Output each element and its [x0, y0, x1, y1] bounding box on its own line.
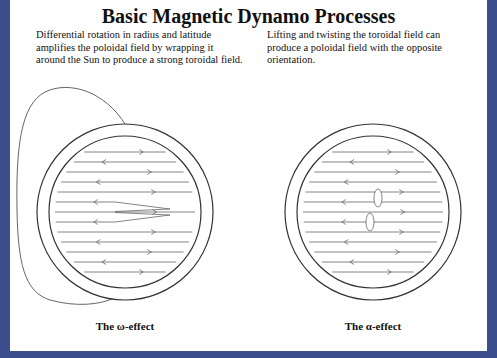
field-arrow — [96, 180, 100, 185]
field-arrow — [399, 230, 403, 235]
field-line — [84, 152, 165, 153]
field-arrow — [151, 230, 155, 235]
field-line — [55, 212, 195, 213]
field-line — [304, 202, 443, 203]
field-line — [58, 232, 193, 233]
field-arrow — [147, 170, 151, 175]
field-line — [66, 172, 183, 173]
field-arrow — [102, 160, 106, 165]
field-line — [306, 232, 441, 233]
field-line — [84, 272, 165, 273]
sun-outer — [285, 124, 461, 300]
field-line — [56, 213, 170, 223]
field-line — [66, 252, 183, 253]
field-arrow — [151, 190, 155, 195]
field-line — [309, 242, 437, 243]
field-arrow — [153, 210, 157, 215]
field-arrow — [96, 240, 100, 245]
description-text: Lifting and twisting the toroidal field … — [267, 29, 472, 67]
sun-outer — [37, 124, 213, 300]
figure-caption: The α-effect — [303, 320, 443, 332]
field-line — [314, 172, 431, 173]
diagram-title: Basic Magnetic Dynamo Processes — [10, 5, 487, 28]
field-arrow — [350, 160, 354, 165]
field-arrow — [147, 250, 151, 255]
field-arrow — [399, 190, 403, 195]
sun-core — [297, 136, 449, 288]
field-line — [303, 212, 443, 213]
field-line — [332, 152, 413, 153]
field-line — [61, 182, 189, 183]
field-arrow — [387, 270, 391, 275]
field-arrow — [139, 150, 143, 155]
field-arrow — [102, 260, 106, 265]
field-line — [74, 162, 176, 163]
field-arrow — [387, 150, 391, 155]
field-line — [322, 262, 424, 263]
field-arrow — [344, 240, 348, 245]
sun-core — [49, 136, 201, 288]
field-line — [309, 182, 437, 183]
field-arrow — [342, 220, 346, 225]
omega-sun — [17, 87, 213, 304]
description-text: Differential rotation in radius and lati… — [36, 29, 244, 67]
field-arrow — [395, 250, 399, 255]
field-arrow — [344, 180, 348, 185]
field-arrow — [401, 210, 405, 215]
field-line — [322, 162, 424, 163]
field-arrow — [139, 270, 143, 275]
field-arrow — [94, 220, 98, 225]
field-arrow — [342, 200, 346, 205]
field-line — [306, 192, 441, 193]
field-arrow — [94, 200, 98, 205]
twisted-loop — [366, 213, 374, 231]
alpha-sun — [285, 124, 461, 300]
field-arrow — [395, 170, 399, 175]
twisted-loop — [374, 189, 382, 207]
figure-caption: The ω-effect — [55, 320, 195, 332]
field-arrow — [350, 260, 354, 265]
field-line — [74, 262, 176, 263]
field-line — [314, 252, 431, 253]
field-line — [332, 272, 413, 273]
field-line — [58, 192, 193, 193]
field-line — [61, 242, 189, 243]
